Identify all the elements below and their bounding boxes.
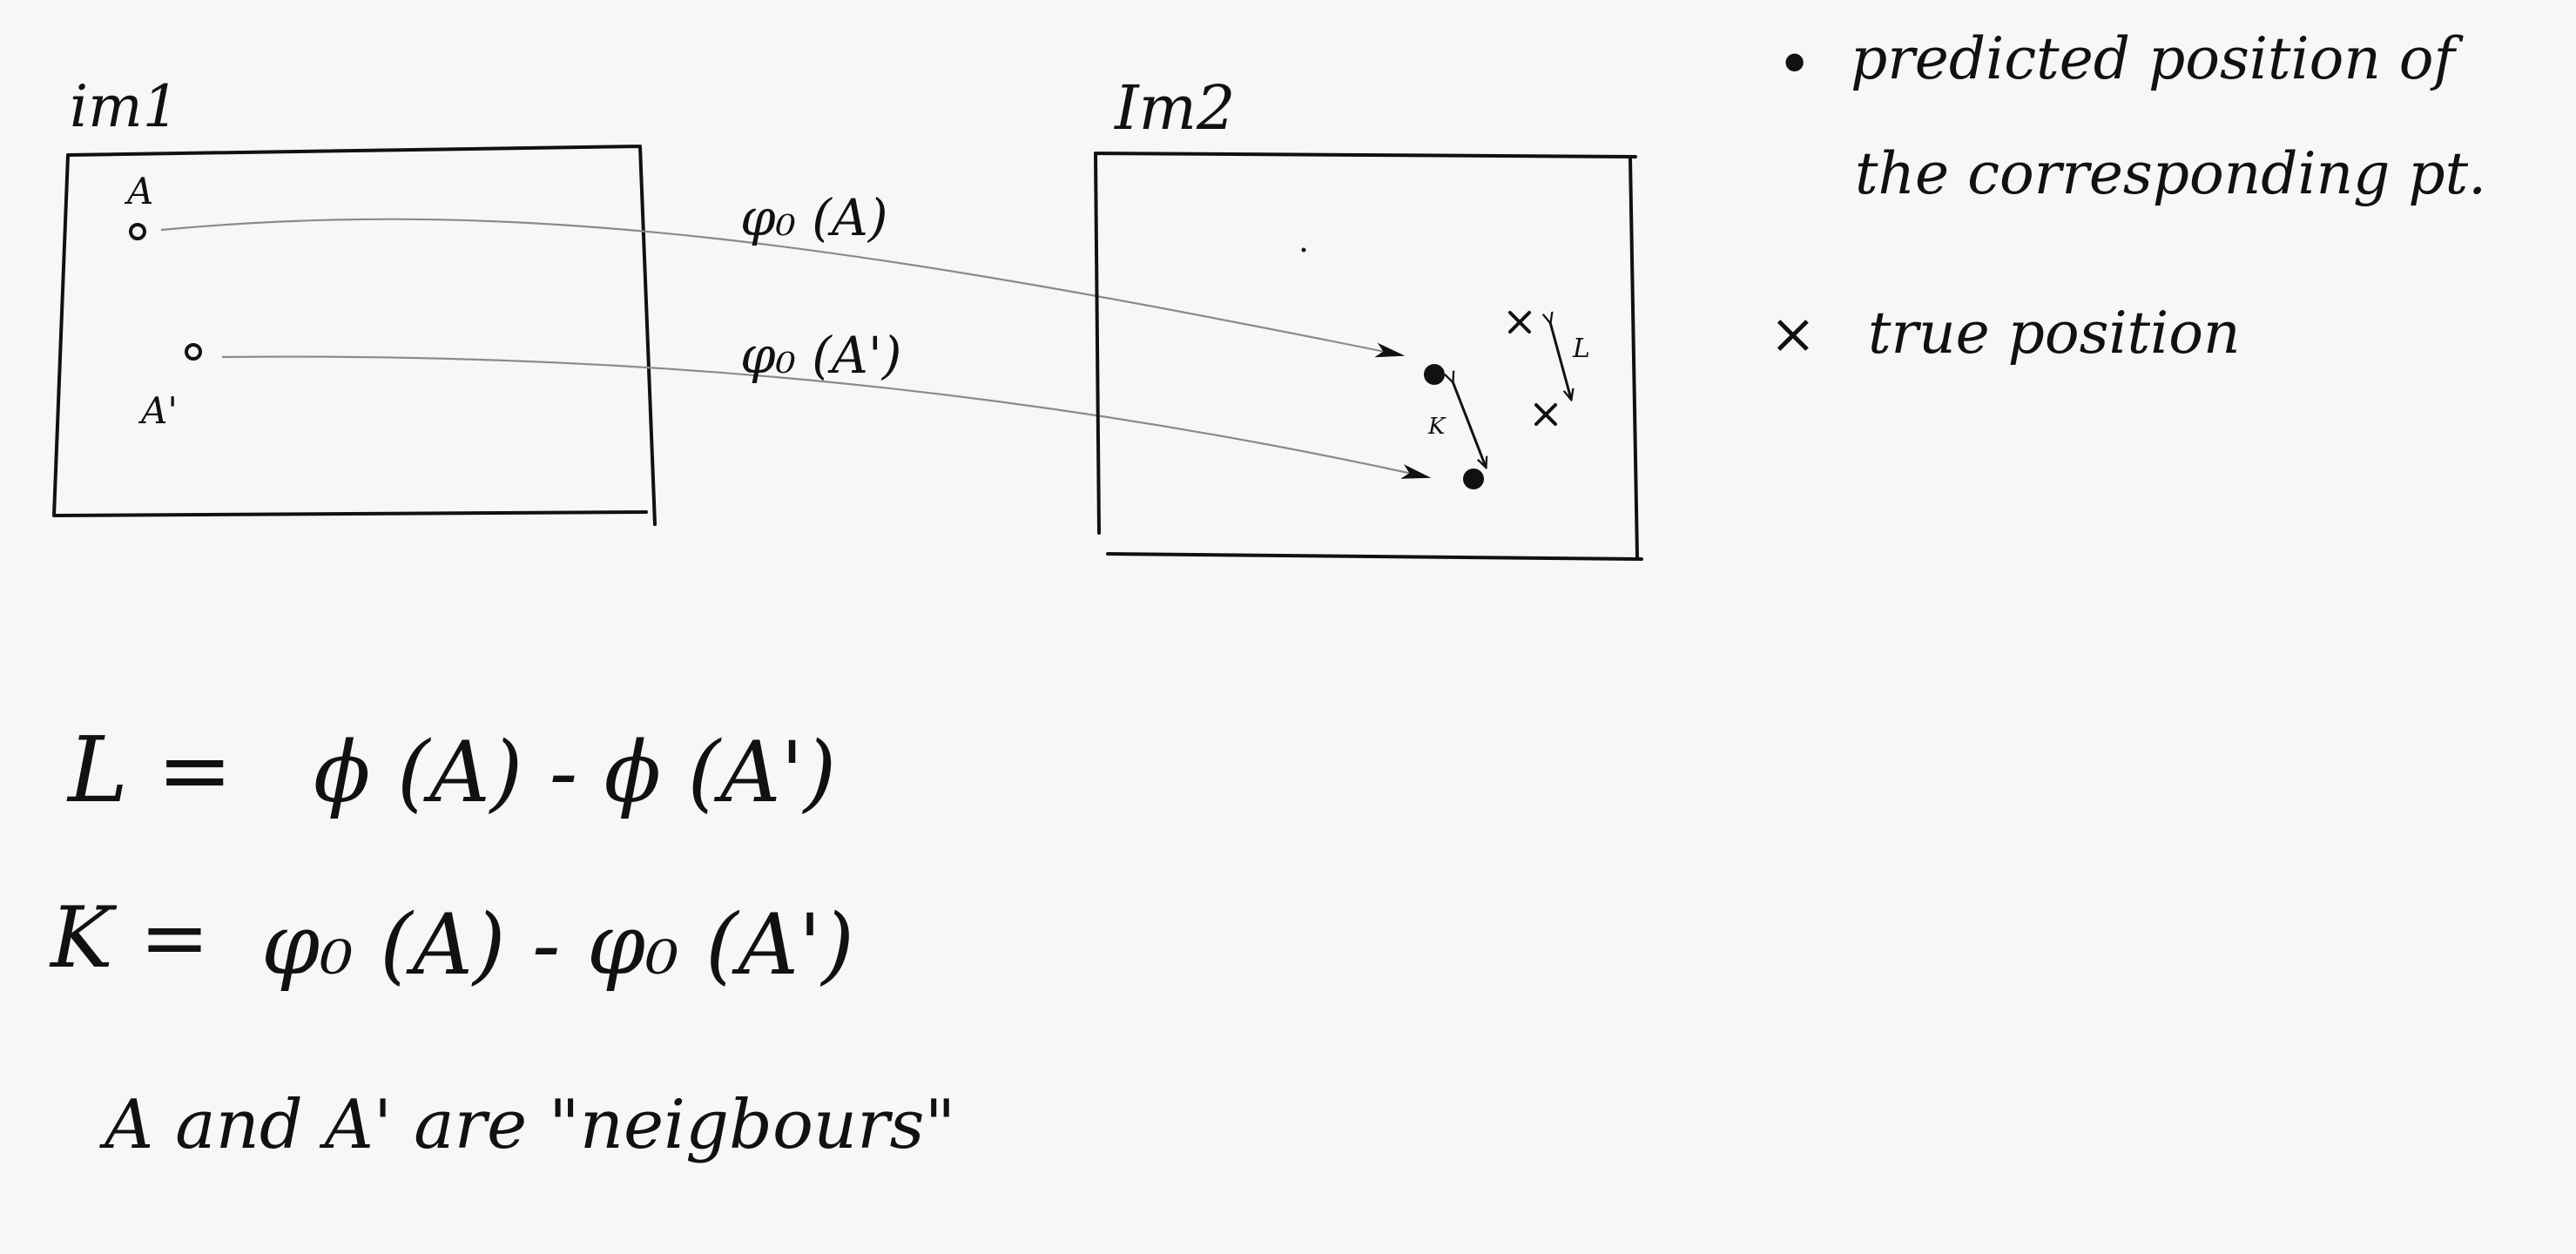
point-a-label: A bbox=[124, 170, 153, 212]
equation-k-lhs: K = bbox=[49, 889, 210, 987]
legend-true-text: true position bbox=[1868, 300, 2240, 367]
true-point-a-prime-marker bbox=[1534, 403, 1557, 426]
true-distance-label: L bbox=[1572, 334, 1590, 364]
neighbours-note: A and A' are "neigbours" bbox=[99, 1086, 955, 1164]
true-distance-arrow bbox=[1550, 322, 1571, 399]
point-a-marker bbox=[129, 223, 146, 240]
image1-frame bbox=[52, 145, 657, 526]
stray-dot bbox=[1301, 247, 1306, 253]
mapping-arrow-a bbox=[160, 218, 1406, 358]
predicted-distance-label: K bbox=[1427, 414, 1446, 440]
legend-true-marker: × bbox=[1770, 302, 1817, 367]
predicted-point-a-prime bbox=[1463, 469, 1484, 489]
mapping-arrow-a-prime bbox=[221, 355, 1432, 479]
equation-l-rhs: ϕ (A) - ϕ (A') bbox=[314, 724, 836, 821]
equation-l-lhs: L = bbox=[66, 717, 233, 823]
predicted-distance-arrow bbox=[1453, 381, 1486, 467]
legend-predicted-line2: the corresponding pt. bbox=[1855, 140, 2486, 207]
mapping-label-a: φ₀ (A) bbox=[740, 188, 887, 247]
image1-label: im1 bbox=[70, 73, 179, 140]
legend-predicted-marker: • bbox=[1777, 29, 1812, 100]
equation-k-rhs: φ₀ (A) - φ₀ (A') bbox=[261, 896, 854, 994]
point-a-prime-marker bbox=[185, 343, 202, 361]
true-point-a-marker bbox=[1508, 311, 1531, 334]
legend-predicted-line1: predicted position of bbox=[1851, 25, 2465, 92]
image2-label: Im2 bbox=[1113, 72, 1236, 144]
point-a-prime-label: A' bbox=[138, 389, 178, 432]
mapping-label-a-prime: φ₀ (A') bbox=[740, 326, 901, 385]
predicted-point-a bbox=[1424, 364, 1445, 385]
image2-frame bbox=[1094, 152, 1643, 561]
